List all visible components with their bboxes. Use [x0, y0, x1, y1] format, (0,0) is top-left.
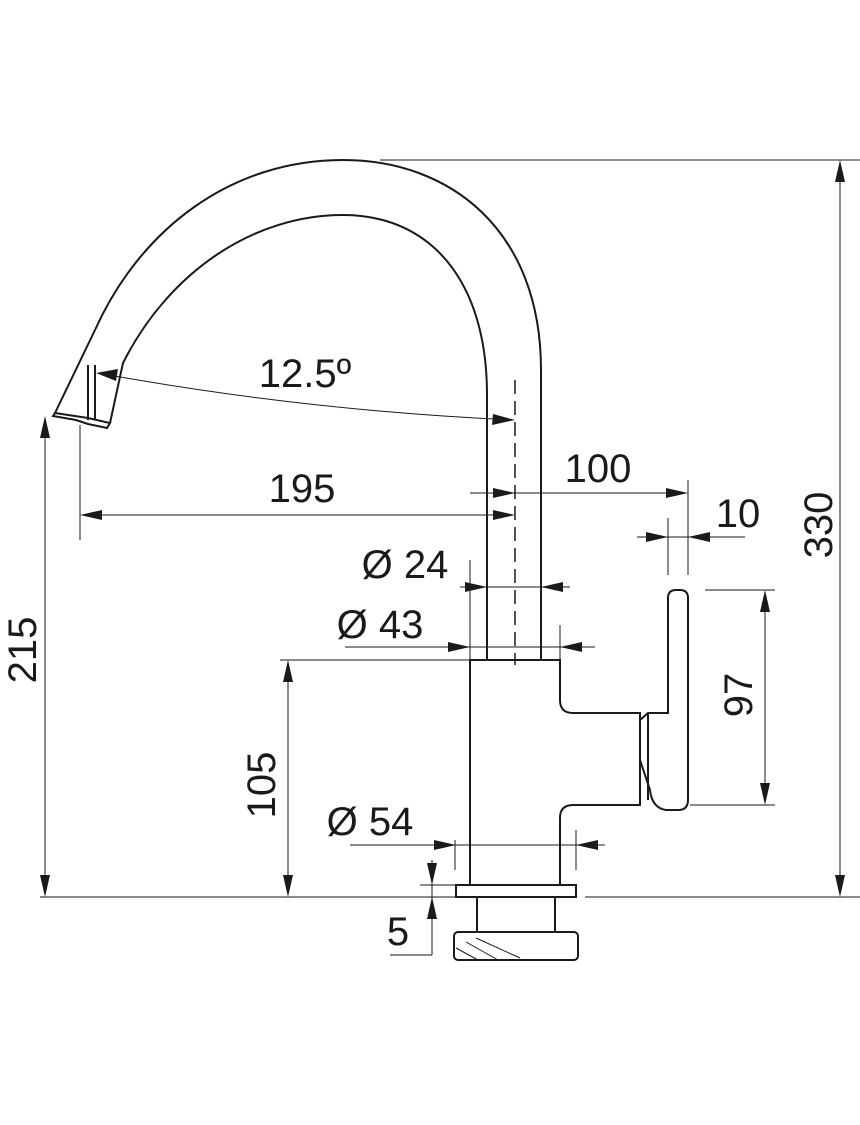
dimension-labels: 330 215 105 97 195 100 10 12.5º Ø 24 Ø 4… [1, 352, 841, 954]
label-100: 100 [565, 447, 632, 491]
label-105: 105 [240, 752, 284, 819]
threaded-shank [476, 896, 556, 933]
extension-lines [40, 159, 860, 898]
label-97: 97 [717, 673, 761, 718]
label-330: 330 [797, 492, 841, 559]
spout-tip [51, 411, 112, 430]
nut-hatching [455, 937, 521, 961]
spout-outer-edge [54, 158, 542, 660]
spout-inner-edge [109, 213, 488, 660]
label-angle: 12.5º [259, 352, 352, 396]
mounting-nut [453, 931, 579, 961]
label-dia-24: Ø 24 [362, 543, 449, 587]
faucet-outline [51, 158, 689, 961]
label-5: 5 [387, 910, 409, 954]
dimension-lines [40, 160, 845, 956]
faucet-body [469, 659, 641, 886]
faucet-lever [639, 589, 689, 811]
label-dia-43: Ø 43 [337, 603, 424, 647]
label-dia-54: Ø 54 [327, 800, 414, 844]
label-195: 195 [269, 467, 336, 511]
base-collar [455, 884, 577, 898]
label-10: 10 [716, 492, 761, 536]
label-215: 215 [1, 617, 45, 684]
